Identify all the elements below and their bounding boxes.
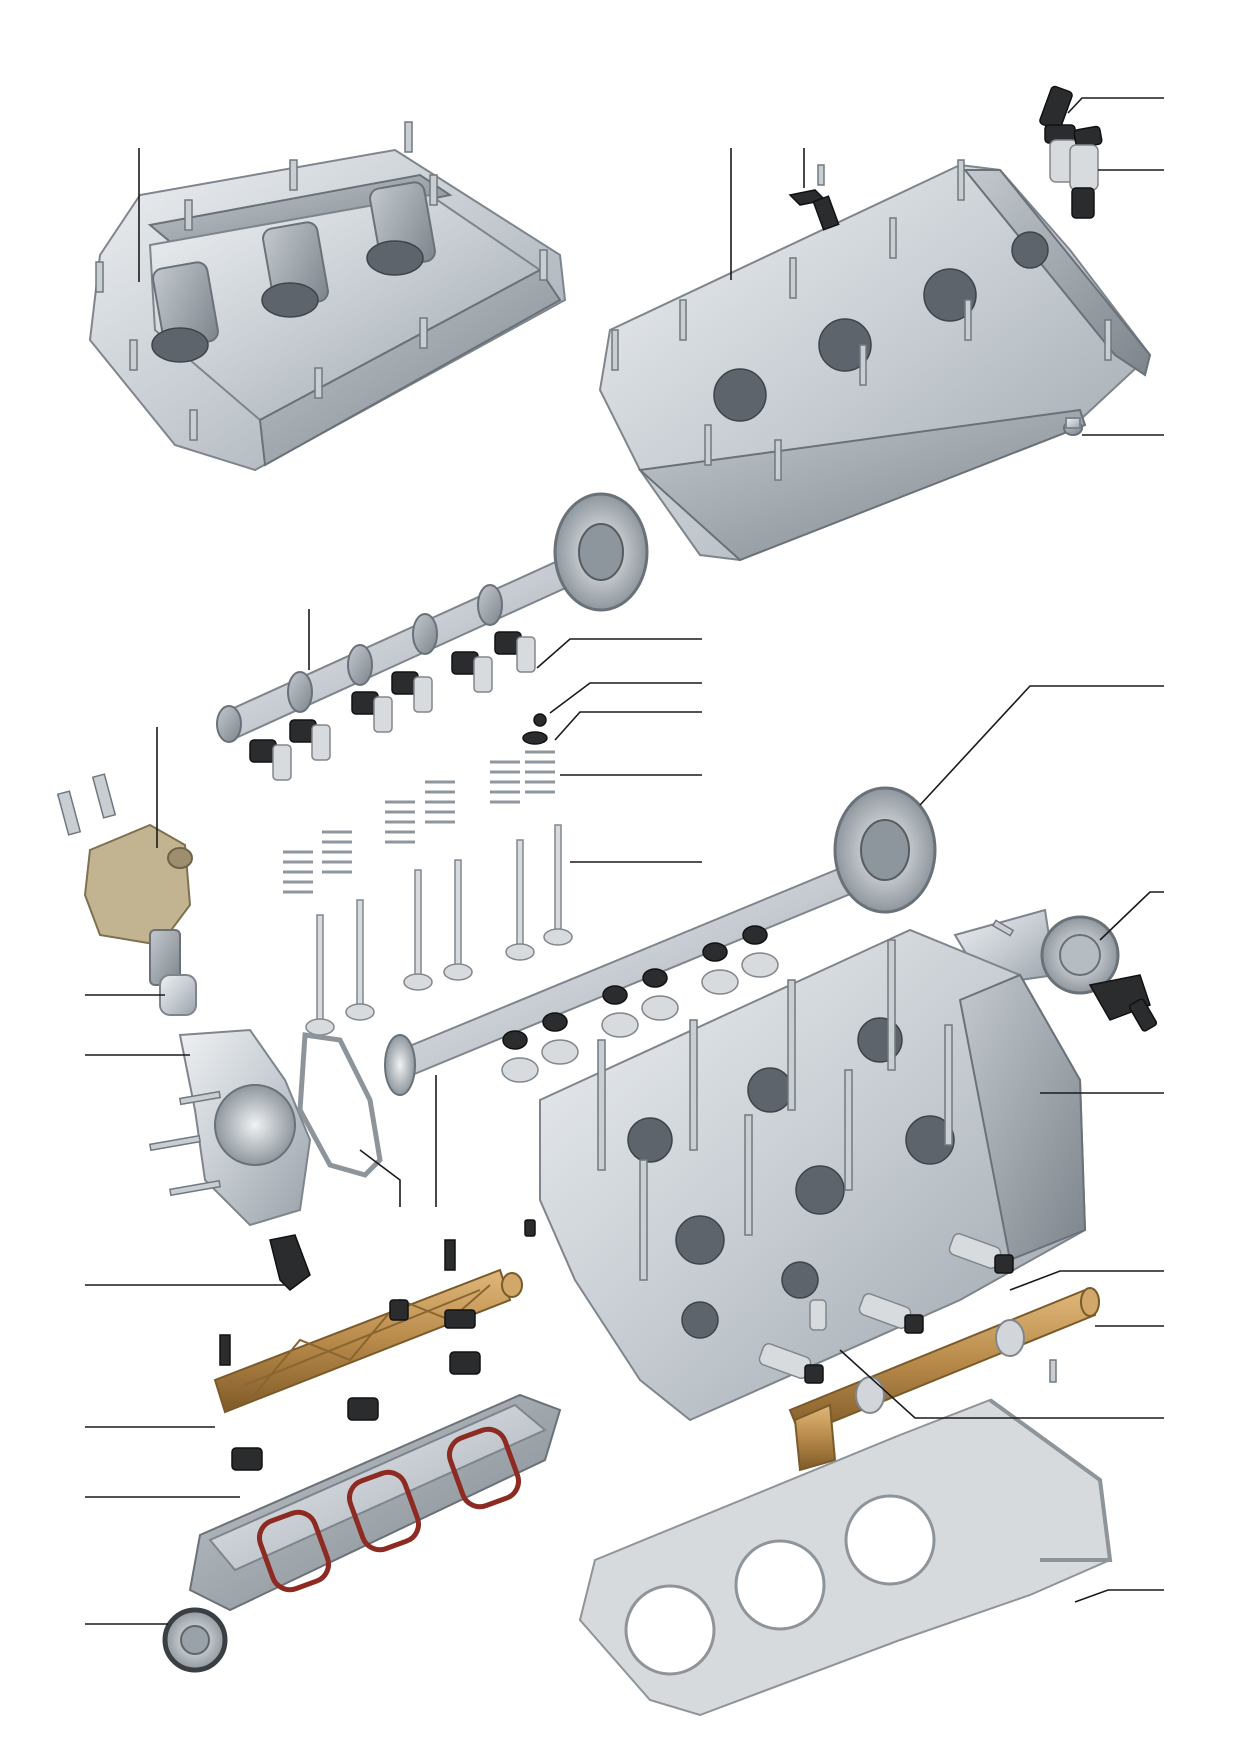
- leader-lines: [85, 97, 1164, 1625]
- cylinder-head: [539, 928, 1087, 1422]
- exhaust-camshaft: [384, 786, 937, 1096]
- leader-injector-seal: [839, 1349, 1164, 1419]
- leader-exhaust-adjuster: [919, 685, 1164, 806]
- fuel-rail-left: [213, 1219, 536, 1414]
- injectors: [758, 1233, 1014, 1384]
- leader-valve-cotter: [549, 682, 702, 714]
- camshaft-housing: [598, 159, 1152, 562]
- vacuum-pump-gasket: [297, 1032, 383, 1178]
- leader-spring-retainer: [554, 711, 702, 741]
- intake-camshaft: [216, 492, 649, 743]
- plug: [1063, 417, 1083, 436]
- intake-manifold: [188, 1351, 562, 1612]
- sensor: [788, 164, 840, 231]
- throttle-unit: [162, 1607, 228, 1673]
- leader-roller-rocker: [536, 638, 702, 669]
- fuel-rail-right: [788, 1287, 1100, 1472]
- valves: [305, 824, 573, 1036]
- vacuum-pump: [148, 1028, 312, 1291]
- leader-control-valve-1: [1067, 97, 1164, 114]
- cylinder-head-gasket: [578, 1398, 1113, 1717]
- leader-head-gasket: [1074, 1589, 1164, 1603]
- valve-train-intake: [283, 713, 573, 1036]
- leader-vacuum-gasket: [359, 1149, 401, 1207]
- control-valves: [1039, 85, 1103, 219]
- roller-rocker-arms: [249, 631, 536, 781]
- high-pressure-fuel-pump: [56, 773, 197, 1016]
- leader-injector: [1009, 1270, 1164, 1291]
- leader-thermostat-housing: [1099, 891, 1164, 941]
- cylinder-head-cover: [88, 121, 567, 472]
- valve-spring-set: [283, 750, 555, 894]
